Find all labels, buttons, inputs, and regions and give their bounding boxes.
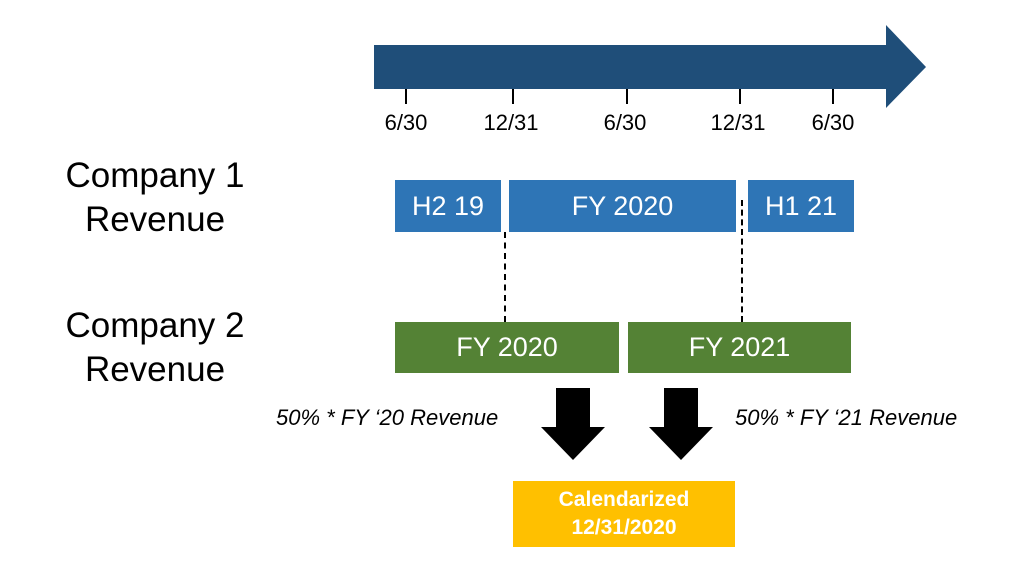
calendarized-date: 12/31/2020 bbox=[571, 516, 677, 539]
timeline-tick-label: 12/31 bbox=[710, 110, 766, 135]
company2-period-fy2020: FY 2020 bbox=[395, 322, 619, 373]
timeline-tick-label: 12/31 bbox=[483, 110, 539, 135]
company1-period-h2-19: H2 19 bbox=[395, 180, 501, 232]
note-fy20-revenue: 50% * FY ‘20 Revenue bbox=[276, 405, 499, 430]
alignment-dashed-line bbox=[504, 232, 506, 322]
timeline-tick-label: 6/30 bbox=[811, 110, 855, 135]
calendarized-result-box: Calendarized 12/31/2020 bbox=[513, 481, 735, 547]
company1-title-line2: Revenue bbox=[84, 200, 226, 239]
company1-title-line1: Company 1 bbox=[65, 156, 245, 195]
company2-title: Company 2 Revenue bbox=[40, 304, 270, 392]
company2-period-fy2021: FY 2021 bbox=[628, 322, 851, 373]
timeline-tick-label: 6/30 bbox=[384, 110, 428, 135]
company2-title-line2: Revenue bbox=[84, 350, 226, 389]
company1-period-fy2020: FY 2020 bbox=[509, 180, 736, 232]
down-arrow-left-icon bbox=[541, 388, 605, 460]
company1-period-h1-21: H1 21 bbox=[748, 180, 854, 232]
company2-title-line1: Company 2 bbox=[65, 306, 245, 345]
timeline-arrow-shape bbox=[374, 25, 926, 108]
timeline-tick-label: 6/30 bbox=[603, 110, 647, 135]
calendarized-label: Calendarized bbox=[558, 488, 690, 511]
alignment-dashed-line bbox=[741, 200, 743, 322]
company1-title: Company 1 Revenue bbox=[40, 154, 270, 242]
timeline-arrow bbox=[374, 25, 926, 108]
note-fy21-revenue: 50% * FY ‘21 Revenue bbox=[735, 405, 958, 430]
down-arrow-right-icon bbox=[649, 388, 713, 460]
